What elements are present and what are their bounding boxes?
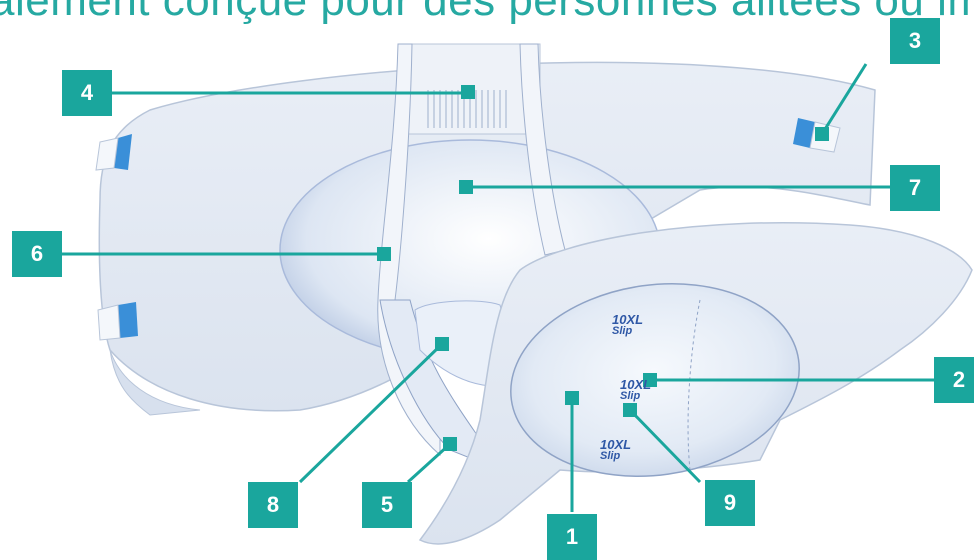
left-tab-top-white [96, 138, 118, 170]
left-tab-bottom-white [98, 305, 120, 340]
badge-9: 9 [705, 480, 755, 526]
badge-2: 2 [934, 357, 974, 403]
brand-imprint-top: 10XL Slip [612, 313, 643, 337]
badge-1: 1 [547, 514, 597, 560]
badge-3: 3 [890, 18, 940, 64]
left-tab-bottom [118, 302, 138, 338]
badge-6: 6 [12, 231, 62, 277]
brand-imprint-middle: 10XL Slip [620, 378, 651, 402]
badge-8: 8 [248, 482, 298, 528]
badge-7: 7 [890, 165, 940, 211]
badge-4: 4 [62, 70, 112, 116]
brand-imprint-bottom: 10XL Slip [600, 438, 631, 462]
badge-5: 5 [362, 482, 412, 528]
